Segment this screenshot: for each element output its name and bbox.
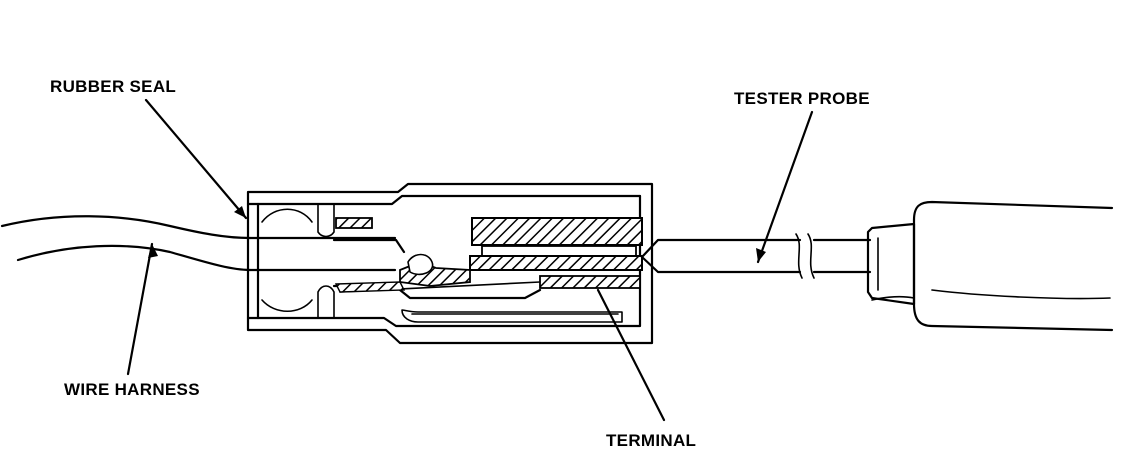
connector-housing	[246, 182, 654, 345]
leader-rubber-seal	[144, 98, 248, 220]
leader-lines	[126, 98, 814, 422]
label-rubber-seal: RUBBER SEAL	[50, 77, 176, 96]
tester-probe	[640, 200, 1114, 332]
wire-harness	[0, 215, 397, 272]
rubber-seal-part	[335, 217, 373, 229]
label-wire-harness: WIRE HARNESS	[64, 380, 200, 399]
terminal-part	[334, 217, 643, 293]
label-terminal: TERMINAL	[606, 431, 696, 450]
leader-wire-harness	[126, 242, 154, 376]
leader-tester-probe	[756, 110, 814, 264]
label-tester-probe: TESTER PROBE	[734, 89, 870, 108]
leader-terminal	[596, 288, 666, 422]
